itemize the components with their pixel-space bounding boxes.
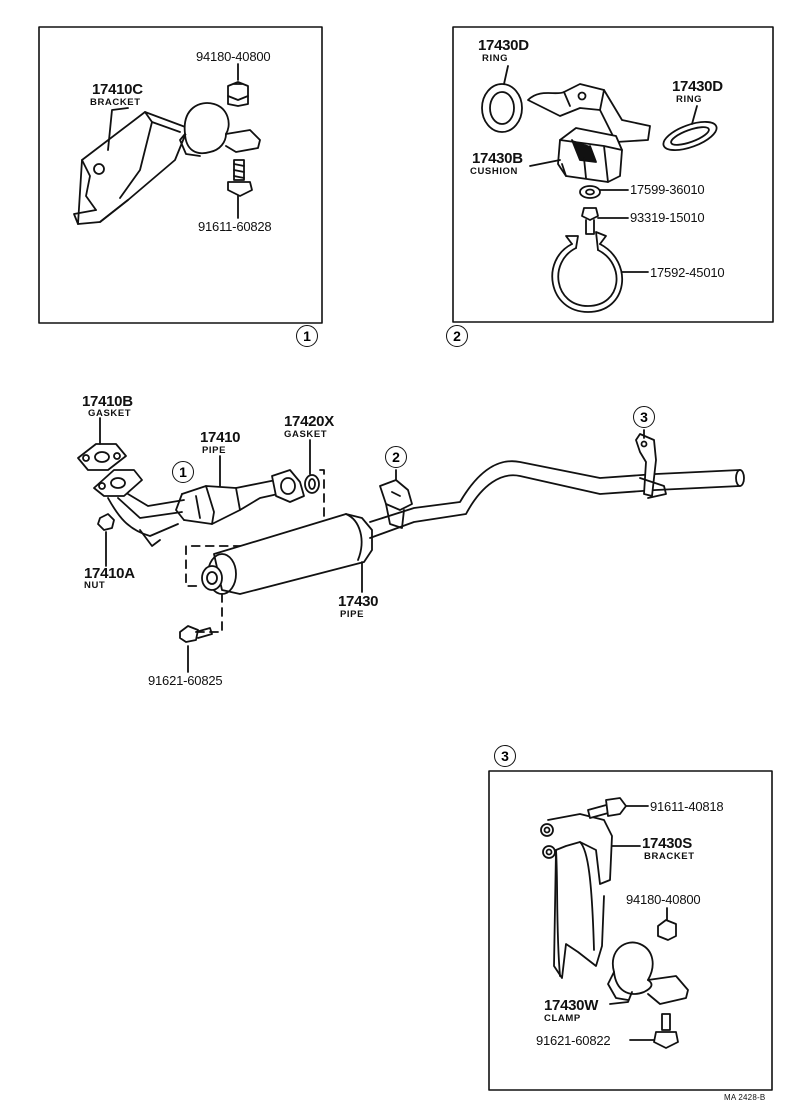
part-number-17430b: 17430B: [472, 150, 523, 167]
part-name-bracket-3: BRACKET: [644, 851, 695, 862]
cushion-17430b-drawing: [557, 127, 623, 183]
callout-1: 1: [172, 461, 194, 483]
nut-17599-drawing: [579, 185, 601, 199]
drawing-reference: MA 2428-B: [724, 1093, 766, 1102]
part-number-93319-15010: 93319-15010: [630, 210, 705, 225]
part-number-17410b: 17410B: [82, 393, 133, 410]
part-number-91611-40818: 91611-40818: [650, 799, 724, 814]
part-number-91621-60825: 91621-60825: [148, 673, 223, 688]
clamp-1-drawing: [179, 102, 261, 157]
part-number-17592-45010: 17592-45010: [650, 265, 725, 280]
clamp-ring-17592-drawing: [551, 231, 623, 313]
nut-94180-drawing: [227, 81, 249, 107]
part-number-17430w: 17430W: [544, 997, 599, 1014]
part-name-gasket-right: GASKET: [284, 429, 328, 440]
muffler-17430-drawing: [201, 513, 373, 595]
inset-1-marker: 1: [296, 325, 318, 347]
part-number-91621-60822: 91621-60822: [536, 1033, 611, 1048]
part-name-clamp: CLAMP: [544, 1013, 581, 1024]
hanger-2-drawing: [379, 479, 413, 529]
bolt-91621-60825-drawing: [179, 625, 213, 643]
part-name-pipe-rear: PIPE: [340, 609, 365, 620]
part-number-94180-40800: 94180-40800: [196, 49, 271, 64]
bracket-17410c-drawing: [73, 111, 189, 225]
part-name-gasket-left: GASKET: [88, 408, 132, 419]
part-name-ring-left: RING: [482, 53, 509, 64]
ring-right-drawing: [662, 121, 718, 151]
part-number-17430d-right: 17430D: [672, 78, 723, 95]
part-number-17420x: 17420X: [284, 413, 334, 430]
inset-2-frame: [452, 26, 774, 323]
part-name-cushion: CUSHION: [470, 166, 519, 177]
flange-17420x-drawing: [271, 469, 320, 503]
hanger-3-drawing: [635, 433, 667, 499]
part-number-17430d-left: 17430D: [478, 37, 529, 54]
callout-2: 2: [385, 446, 407, 468]
inset-1-frame: [38, 26, 323, 324]
bolt-91611-60828-drawing: [227, 159, 253, 197]
part-name-bracket-1: BRACKET: [90, 97, 141, 108]
part-number-17430: 17430: [338, 593, 379, 610]
part-name-nut: NUT: [84, 580, 106, 591]
ring-left-drawing: [481, 83, 523, 133]
part-number-91611-60828: 91611-60828: [198, 219, 272, 234]
nut-94180-40800-inset3-drawing: [657, 919, 677, 941]
part-name-pipe-front: PIPE: [202, 445, 227, 456]
part-number-17599-36010: 17599-36010: [630, 182, 705, 197]
part-number-94180-40800-inset3: 94180-40800: [626, 892, 701, 907]
part-name-ring-right: RING: [676, 94, 703, 105]
inset-3-frame: [488, 770, 773, 1091]
part-number-17410: 17410: [200, 429, 241, 446]
callout-3: 3: [633, 406, 655, 428]
tail-pipe-drawing: [369, 460, 745, 539]
gasket-17410b-drawing: [77, 443, 127, 471]
bracket-17430s-drawing: [540, 813, 613, 979]
inset-3-marker: 3: [494, 745, 516, 767]
hanger-bracket-drawing: [527, 83, 651, 143]
bolt-93319-drawing: [581, 207, 599, 235]
part-number-17430s: 17430S: [642, 835, 692, 852]
nut-17410a-drawing: [97, 513, 115, 531]
bolt-91621-60822-drawing: [653, 1013, 679, 1049]
part-number-17410a: 17410A: [84, 565, 135, 582]
inset-2-marker: 2: [446, 325, 468, 347]
part-number-17410c: 17410C: [92, 81, 143, 98]
clamp-17430w-drawing: [607, 941, 689, 1005]
front-pipe-17410-drawing: [93, 469, 279, 547]
bolt-91611-40818-drawing: [587, 797, 627, 819]
